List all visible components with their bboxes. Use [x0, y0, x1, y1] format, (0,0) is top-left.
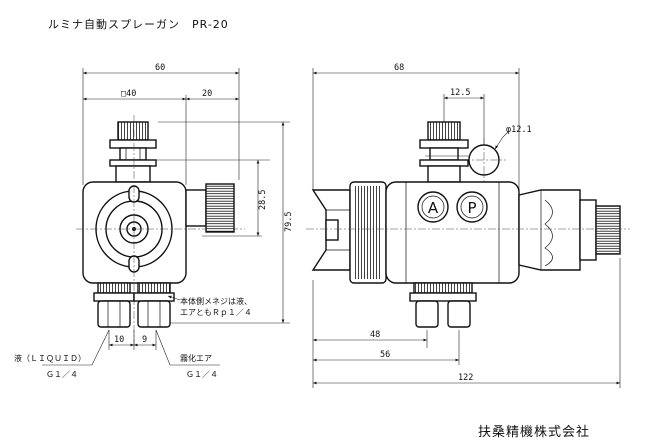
- air-cap-tip: [325, 219, 339, 241]
- top-neck: [115, 165, 151, 183]
- dim-total-122: 122: [458, 373, 473, 383]
- rear-hex: [518, 189, 581, 271]
- badge-a: A: [428, 199, 439, 217]
- dim-width-60: 60: [155, 63, 165, 73]
- front-view: 60 □40 20 28.5 79.5: [14, 63, 294, 379]
- port-air-thread: Ｇ１／４: [186, 370, 218, 379]
- badge-p: P: [467, 199, 476, 217]
- port-liquid-thread: Ｇ１／４: [46, 370, 78, 379]
- side-collar: [185, 189, 207, 227]
- top-flange: [109, 159, 157, 167]
- company-name: 扶桑精機株式会社: [478, 424, 590, 440]
- note-thread-line1: 本体側メネジは液、: [180, 296, 252, 306]
- dim-spacing-9: 9: [142, 335, 147, 345]
- badge-p-circle: [456, 191, 488, 223]
- nozzle-hole: [126, 221, 142, 237]
- dim-diameter-12-1: φ12.1: [506, 125, 532, 135]
- top-collar: [109, 139, 157, 149]
- dim-offset-12-5: 12.5: [450, 88, 470, 98]
- rear-neck: [579, 199, 597, 261]
- dim-height-79-5: 79.5: [284, 212, 294, 232]
- note-thread-line2: エアともＲｐ１／４: [180, 308, 252, 317]
- dim-square-40: □40: [121, 89, 136, 99]
- side-bottom-fitting-air: [447, 300, 471, 328]
- dim-length-68: 68: [394, 63, 404, 73]
- dim-offset-20: 20: [202, 89, 212, 99]
- side-view: 68 12.5 φ12.1: [306, 63, 630, 388]
- badge-a-circle: [417, 191, 449, 223]
- port-air-label: 霧化エア: [180, 353, 212, 363]
- top-stem: [119, 147, 147, 161]
- dim-height-28-5: 28.5: [258, 190, 268, 210]
- dim-56: 56: [380, 350, 390, 360]
- dim-spacing-10: 10: [114, 335, 124, 345]
- port-liquid-label: 液（ＬＩＱＵＩＤ）: [14, 353, 86, 363]
- drawing-title: ルミナ自動スプレーガン PR-20: [48, 17, 229, 31]
- dim-48: 48: [370, 330, 380, 340]
- bottom-fitting-liquid: [93, 282, 135, 328]
- bottom-fitting-air: [133, 282, 175, 328]
- side-bottom-fitting-liquid: [415, 300, 439, 328]
